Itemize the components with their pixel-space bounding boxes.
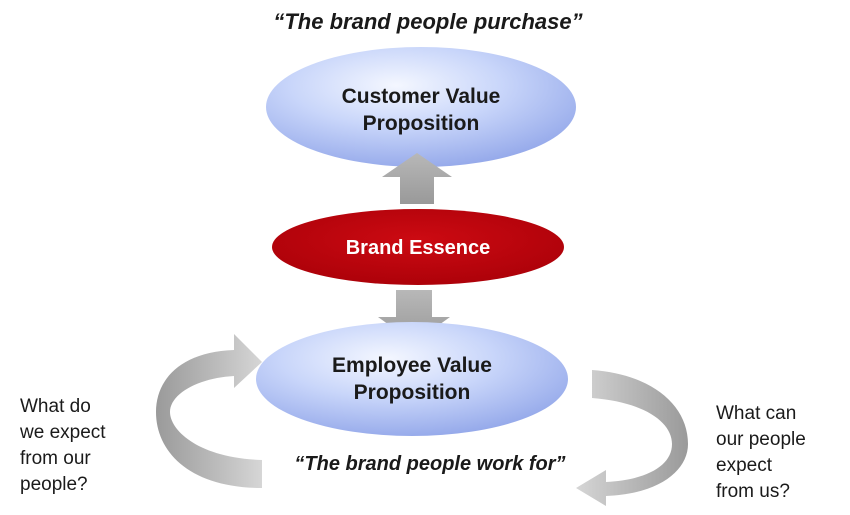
- left-curved-arrow: [156, 334, 262, 488]
- right-curved-arrow: [576, 370, 688, 506]
- customer-value-label-line1: Customer Value: [342, 85, 501, 108]
- left-question-line: people?: [20, 474, 88, 495]
- employee-value-label-line1: Employee Value: [332, 354, 492, 377]
- up-arrow: [382, 153, 452, 204]
- left-question: What do we expect from our people?: [19, 396, 106, 495]
- employee-value-proposition-node: Employee Value Proposition: [256, 322, 568, 436]
- left-question-line: from our: [20, 448, 91, 469]
- bottom-quote: “The brand people work for”: [294, 453, 565, 475]
- customer-value-proposition-node: Customer Value Proposition: [266, 47, 576, 167]
- left-question-line: we expect: [19, 422, 106, 443]
- left-question-line: What do: [20, 396, 91, 417]
- customer-value-label-line2: Proposition: [363, 112, 480, 135]
- employee-value-ellipse: [256, 322, 568, 436]
- right-question-line: our people: [716, 429, 806, 450]
- right-question: What can our people expect from us?: [716, 403, 806, 502]
- brand-essence-node: Brand Essence: [272, 209, 564, 285]
- brand-essence-ellipse: [272, 209, 564, 285]
- right-question-line: expect: [716, 455, 773, 476]
- right-question-line: What can: [716, 403, 796, 424]
- right-question-line: from us?: [716, 481, 790, 502]
- brand-essence-label: Brand Essence: [346, 237, 491, 259]
- top-quote: “The brand people purchase”: [273, 9, 582, 34]
- employee-value-label-line2: Proposition: [354, 381, 471, 404]
- customer-value-ellipse: [266, 47, 576, 167]
